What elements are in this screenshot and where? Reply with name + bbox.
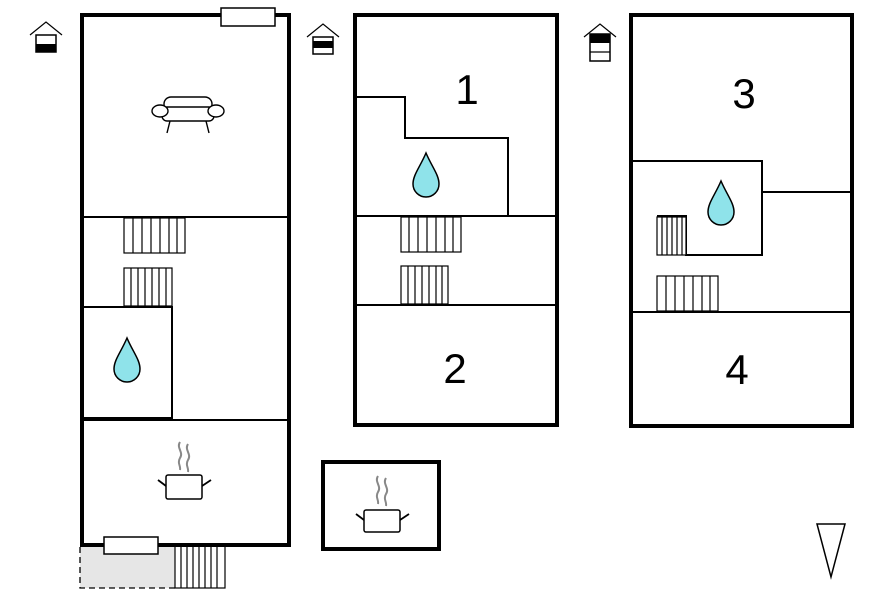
cooking-pot-icon — [355, 475, 410, 533]
room-3-label: 3 — [732, 70, 755, 117]
ground-floor — [79, 7, 291, 589]
window-icon — [220, 7, 276, 27]
stairs-icon — [400, 216, 462, 253]
house-second-floor-icon — [583, 23, 617, 62]
house-ground-floor-icon — [29, 21, 63, 53]
sofa-icon — [151, 96, 225, 134]
north-arrow-icon — [816, 523, 846, 580]
water-drop-icon — [707, 179, 735, 226]
water-drop-icon — [412, 151, 440, 198]
room-4-label: 4 — [725, 346, 748, 393]
room-1-label: 1 — [455, 66, 478, 113]
window-icon — [103, 536, 159, 555]
stairs-icon — [656, 216, 687, 256]
stairs-icon — [656, 275, 719, 312]
stairs-icon — [400, 265, 449, 305]
cooking-pot-icon — [157, 441, 212, 500]
kitchen-annex — [321, 460, 441, 551]
room-2-label: 2 — [443, 345, 466, 392]
stairs-icon — [174, 545, 226, 589]
stairs-icon — [123, 267, 173, 307]
second-floor: 3 4 — [629, 13, 854, 428]
first-floor: 1 2 — [353, 13, 559, 427]
house-first-floor-icon — [306, 23, 340, 55]
water-drop-icon — [113, 336, 141, 383]
stairs-icon — [123, 217, 186, 254]
